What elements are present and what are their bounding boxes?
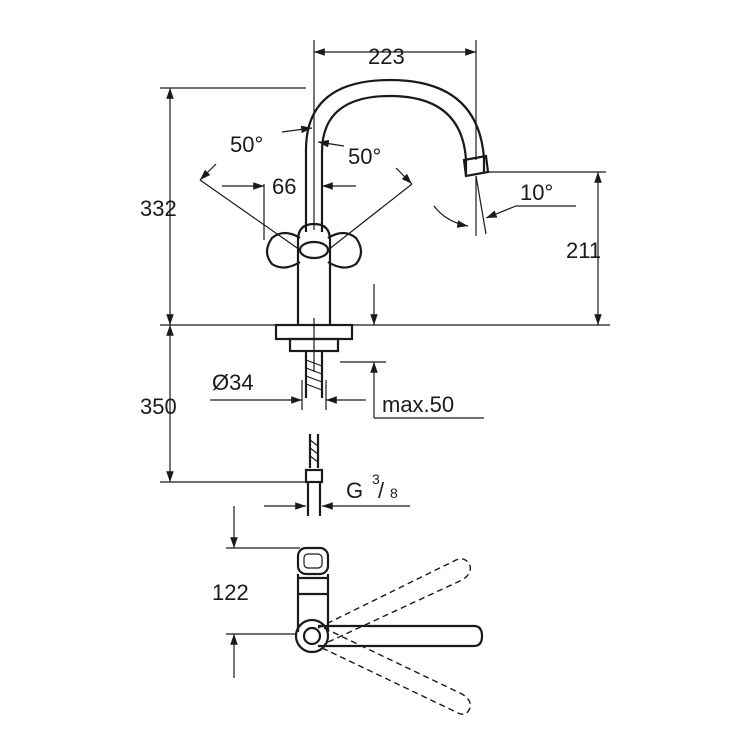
angle-guide-left	[199, 179, 301, 251]
total-height-label: 332	[140, 196, 177, 221]
hose-end	[306, 482, 322, 516]
angle-left-arrow	[281, 125, 313, 134]
top-view: 122	[212, 506, 484, 715]
hose-connector	[304, 468, 324, 484]
angle-arrow-left	[199, 163, 217, 181]
top-spout-tip	[296, 546, 330, 576]
handle-hub	[298, 240, 330, 260]
hose-length-label: 350	[140, 394, 177, 419]
top-base-circle	[294, 618, 330, 654]
faucet-body	[296, 222, 332, 325]
top-spout-band	[298, 576, 328, 596]
angle-arrow-right	[395, 167, 413, 185]
thread-slash: /	[378, 478, 385, 503]
threaded-shank	[304, 351, 324, 398]
shank-hatch	[305, 359, 323, 391]
thread-denominator: 8	[390, 485, 398, 501]
max-thickness-label: max.50	[382, 392, 454, 417]
hose-hatch	[309, 439, 319, 463]
thread-numerator: 3	[372, 471, 380, 487]
angle-right-label: 50°	[348, 144, 381, 169]
angle-right-arrow	[317, 139, 345, 148]
thread-g-label: G	[346, 478, 363, 503]
spout-angle-leader-arrow	[485, 205, 517, 219]
top-base-inner	[302, 626, 322, 646]
faucet-spout	[304, 78, 486, 232]
base-width-label: 66	[272, 174, 296, 199]
hose	[308, 434, 320, 468]
angle-left-label: 50°	[230, 132, 263, 157]
top-lever-center	[318, 624, 484, 648]
lever-handle-right	[327, 231, 363, 269]
reach-label: 223	[368, 44, 405, 69]
top-spout-tip-inner	[303, 553, 323, 569]
spout-angle-label: 10°	[520, 180, 553, 205]
angle-guide-right	[327, 183, 413, 251]
top-lever-rotated-up	[317, 558, 472, 645]
spout-angle-line	[475, 175, 487, 235]
spout-angle-arc	[433, 205, 469, 228]
spout-height-label: 211	[566, 238, 601, 263]
faucet-spout-inner	[320, 94, 468, 232]
depth-label: 122	[212, 580, 249, 605]
lever-handle-left	[265, 231, 301, 269]
hole-dia-label: Ø34	[212, 370, 254, 395]
top-lever-rotated-down	[317, 627, 472, 715]
side-view: 223 50° 50° 66 10° 332 211	[140, 40, 610, 516]
